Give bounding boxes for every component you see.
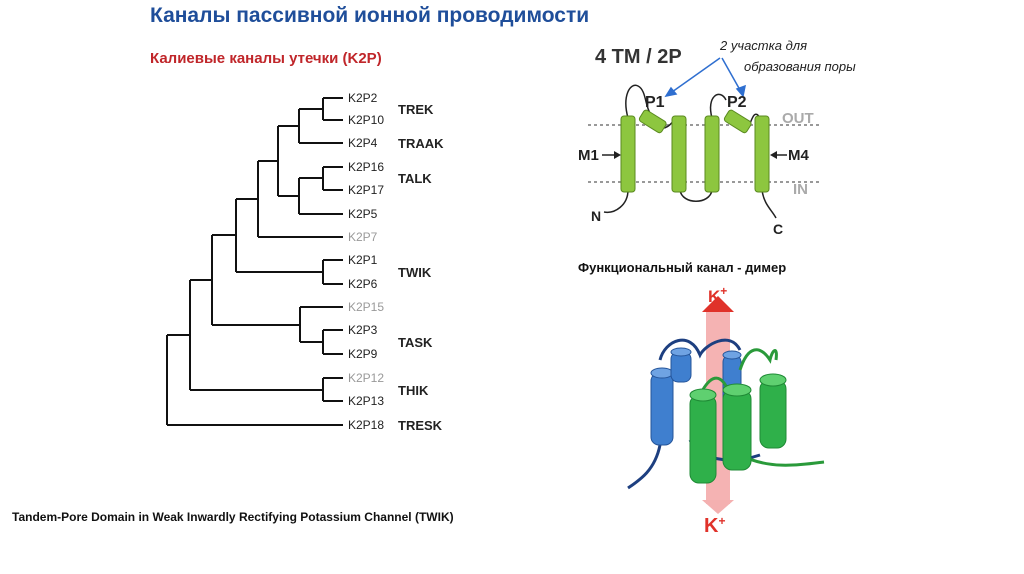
m1-arrow-head (614, 151, 621, 159)
tree-leaf-label: K2P15 (348, 300, 384, 314)
tree-branch-trek (322, 97, 343, 121)
arrow-to-p1 (671, 57, 721, 93)
tree-leaf-label: K2P3 (348, 323, 378, 337)
ion-label-bottom: K+ (704, 514, 725, 537)
m4-arrow-head (770, 151, 777, 159)
tree-branch-talk-k2p5 (298, 177, 343, 215)
pore-note-line1: 2 участка для (719, 38, 807, 53)
pore-helix-p2 (723, 109, 752, 134)
tree-leaf-label: K2P6 (348, 277, 378, 291)
green-helix-1-cap (689, 388, 717, 402)
tree-branch-trek-traak (298, 108, 343, 144)
tree-family-label: TALK (398, 171, 432, 186)
green-helix-3 (759, 379, 787, 449)
tree-branch-task (322, 329, 343, 355)
tree-branch-k2p7 (257, 160, 343, 238)
helix-m4 (754, 115, 770, 193)
blue-loop-top (658, 338, 742, 361)
pore-note-line2: образования поры (744, 59, 856, 74)
n-terminus-line (603, 189, 629, 213)
blue-helix-1-cap (650, 367, 674, 379)
tree-branch-task-k2p15 (299, 306, 343, 343)
green-loop-top (738, 348, 778, 371)
green-helix-3-cap (759, 373, 787, 387)
tree-family-label: TWIK (398, 265, 432, 280)
tree-leaf-label: K2P5 (348, 207, 378, 221)
tree-family-label: TREK (398, 102, 434, 117)
dimer-illustration: K+ K+ (627, 284, 825, 537)
arrow-to-p2-head (735, 84, 747, 98)
tree-leaf-label: K2P7 (348, 230, 378, 244)
tree-branch-twik-group (235, 198, 323, 273)
blue-tail (627, 444, 662, 490)
tree-leaf-label: K2P18 (348, 418, 384, 432)
dimer-caption: Функциональный канал - димер (578, 260, 787, 275)
pore-helix-p1 (638, 109, 667, 134)
tree-branch-thik (322, 377, 343, 402)
helix-m3 (704, 115, 720, 193)
footnote: Tandem-Pore Domain in Weak Inwardly Rect… (12, 510, 454, 524)
tree-family-label: TRESK (398, 418, 443, 433)
topology-diagram: 4 TM / 2P 2 участка для образования поры… (578, 38, 856, 237)
p2-label: P2 (727, 94, 747, 111)
tree-family-labels: TREK TRAAK TALK TWIK TASK THIK TRESK (398, 102, 444, 433)
helix-m1 (620, 115, 636, 193)
tree-branch-twik (322, 259, 343, 285)
tree-branch-thik-group (189, 279, 323, 391)
out-label: OUT (782, 110, 814, 127)
tree-leaf-label: K2P1 (348, 253, 378, 267)
in-label: IN (793, 181, 808, 198)
tree-branch-root (166, 334, 343, 426)
m4-label: M4 (788, 147, 809, 164)
blue-helix-1 (650, 372, 674, 446)
page-title: Каналы пассивной ионной проводимости (150, 4, 590, 27)
tree-leaf-label: K2P4 (348, 136, 378, 150)
blue-helix-3-cap (722, 350, 742, 360)
tree-leaf-label: K2P12 (348, 371, 384, 385)
tree-leaf-label: K2P2 (348, 91, 378, 105)
tree-leaf-label: K2P13 (348, 394, 384, 408)
arrow-to-p1-head (664, 86, 678, 98)
tree-leaf-label: K2P17 (348, 183, 384, 197)
tree-leaf-label: K2P10 (348, 113, 384, 127)
tree-family-label: TASK (398, 335, 433, 350)
tree-branch-upper (211, 234, 300, 326)
topology-header: 4 TM / 2P (595, 46, 682, 68)
n-terminus-label: N (591, 208, 601, 224)
tree-heading: Калиевые каналы утечки (K2P) (150, 50, 382, 67)
ion-arrow-down (702, 500, 734, 514)
loop-m1-p1 (625, 84, 651, 119)
arrow-to-p2 (721, 57, 741, 91)
helix-m2 (671, 115, 687, 193)
tree-family-label: THIK (398, 383, 429, 398)
tree-leaf-labels: K2P2K2P10K2P4K2P16K2P17K2P5K2P7K2P1K2P6K… (348, 91, 384, 432)
green-helix-2-cap (722, 383, 752, 397)
green-helix-1 (689, 394, 717, 484)
green-helix-2 (722, 389, 752, 471)
loop-m2-m3 (679, 189, 713, 202)
tree-leaf-label: K2P9 (348, 347, 378, 361)
p1-label: P1 (645, 94, 665, 111)
blue-helix-2-cap (670, 347, 692, 357)
ion-arrow-up (702, 296, 734, 312)
c-terminus-line (761, 189, 777, 219)
tree-branch-trek-talk (277, 125, 299, 197)
c-terminus-label: C (773, 221, 783, 237)
loop-m3-p2 (709, 93, 727, 119)
m1-label: M1 (578, 147, 599, 164)
tree-leaf-label: K2P16 (348, 160, 384, 174)
tree-family-label: TRAAK (398, 136, 444, 151)
tree-branch-talk (322, 166, 343, 191)
k2p-tree (166, 97, 343, 426)
